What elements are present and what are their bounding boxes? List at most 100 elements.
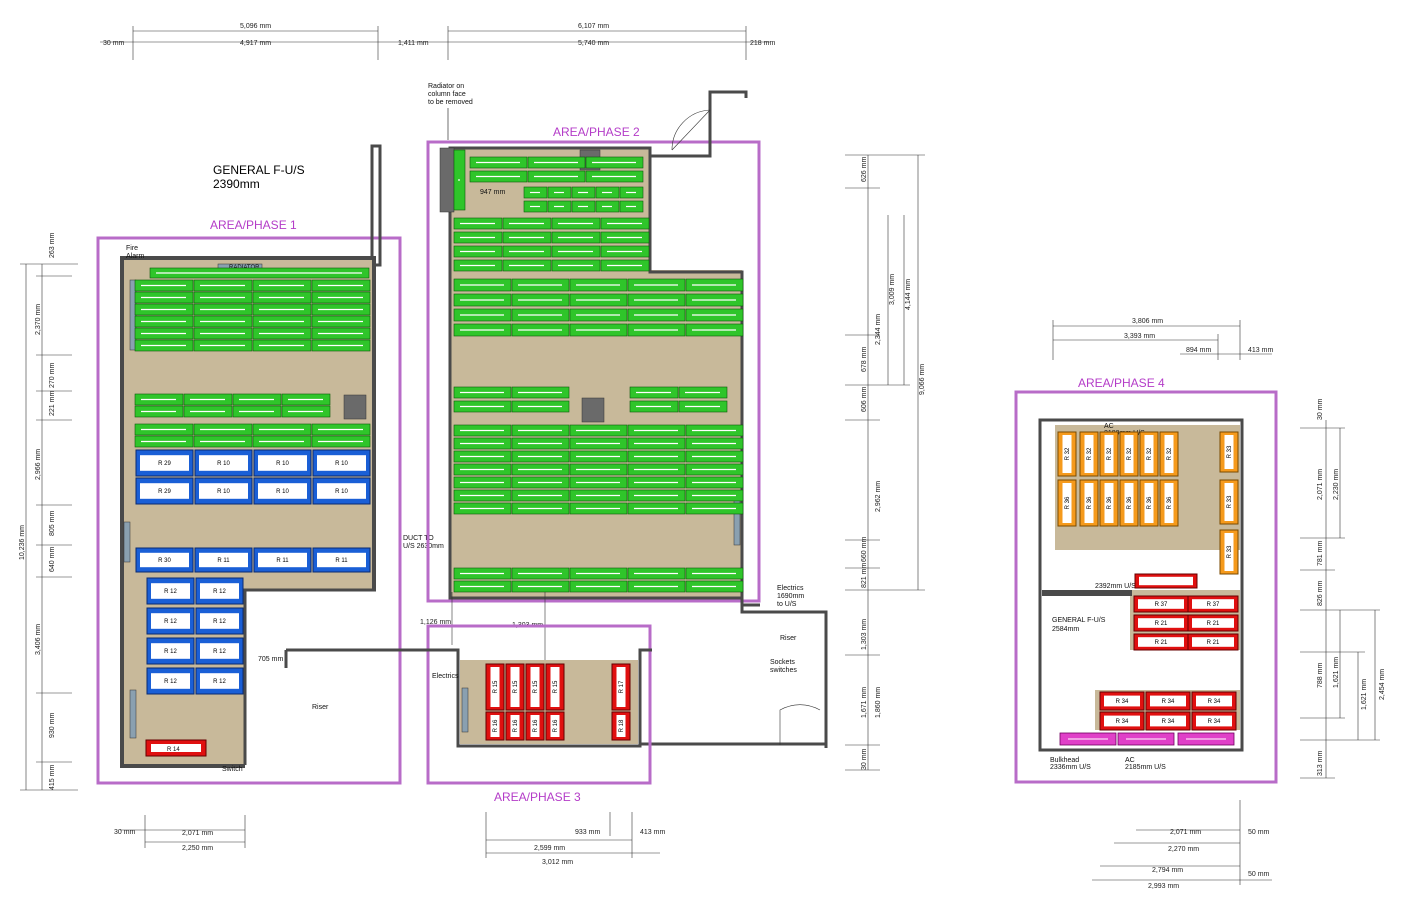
rack-red-label: R 34 bbox=[1208, 719, 1221, 725]
rack-blue-label: R 12 bbox=[213, 589, 226, 595]
area-phase-1-label: AREA/PHASE 1 bbox=[210, 218, 297, 232]
fire-alarm-label-2: Alarm bbox=[126, 253, 144, 260]
rack-blue-inner bbox=[140, 455, 189, 471]
rack-blue-label: R 29 bbox=[158, 461, 171, 467]
rack-orange-label: R 36 bbox=[1127, 496, 1133, 509]
electrics-1690-3: to U/S bbox=[777, 601, 797, 608]
dim-r2-821: 821 mm bbox=[861, 563, 868, 588]
top-dimensions bbox=[100, 26, 770, 60]
dim-a4b-50a: 50 mm bbox=[1248, 829, 1270, 836]
rack-blue-inner bbox=[317, 552, 366, 568]
dim-top-6107: 6,107 mm bbox=[578, 23, 609, 30]
general-fus-height-4: 2584mm bbox=[1052, 626, 1079, 633]
dim-b1-2250: 2,250 mm bbox=[182, 845, 213, 852]
dim-a4r-1621b: 1,621 mm bbox=[1361, 679, 1368, 710]
dim-705: 705 mm bbox=[258, 656, 283, 663]
dim-b3-933: 933 mm bbox=[575, 829, 600, 836]
riser-label-2: Riser bbox=[780, 635, 797, 642]
rack-orange-label: R 32 bbox=[1087, 447, 1093, 460]
rack-red-inner bbox=[1192, 637, 1234, 647]
dim-r2-4144: 4,144 mm bbox=[905, 279, 912, 310]
rack-red-inner bbox=[1192, 618, 1234, 628]
area-2-right-dimensions bbox=[845, 154, 925, 771]
area-phase-2-label: AREA/PHASE 2 bbox=[553, 125, 640, 139]
area-phase-3-boundary bbox=[426, 624, 652, 785]
dim-left-270: 270 mm bbox=[49, 363, 56, 388]
dim-left-263: 263 mm bbox=[49, 233, 56, 258]
rack-orange-label: R 32 bbox=[1147, 447, 1153, 460]
rack-red-label: R 18 bbox=[619, 719, 625, 732]
rack-red-inner bbox=[1138, 599, 1184, 609]
rack-red-inner bbox=[1192, 599, 1234, 609]
dim-top-5096: 5,096 mm bbox=[240, 23, 271, 30]
riser-label-1: Riser bbox=[312, 704, 329, 711]
rack-blue-inner bbox=[200, 643, 239, 659]
rack-orange-label: R 33 bbox=[1227, 545, 1233, 558]
rack-red-inner bbox=[530, 667, 540, 707]
rack-red-inner bbox=[510, 715, 520, 737]
rack-blue-inner bbox=[151, 643, 190, 659]
rack-orange-label: R 32 bbox=[1167, 447, 1173, 460]
rack-red-label: R 37 bbox=[1207, 602, 1220, 608]
rack-blue-label: R 10 bbox=[217, 461, 230, 467]
bulkhead-height: 2336mm U/S bbox=[1050, 764, 1091, 771]
sockets-label-1: Sockets bbox=[770, 659, 795, 666]
dim-b3-3012: 3,012 mm bbox=[542, 859, 573, 866]
rack-orange-inner bbox=[1164, 483, 1174, 523]
dim-a4-3393: 3,393 mm bbox=[1124, 333, 1155, 340]
dim-a4r-781: 781 mm bbox=[1317, 541, 1324, 566]
rack-blue-inner bbox=[317, 483, 366, 499]
dim-r2-2344: 2,344 mm bbox=[875, 314, 882, 345]
rack-red-label: R 34 bbox=[1162, 719, 1175, 725]
dim-b3-413: 413 mm bbox=[640, 829, 665, 836]
rack-red-label: R 17 bbox=[619, 680, 625, 693]
rack-orange-inner bbox=[1224, 435, 1234, 469]
rack-red-inner bbox=[510, 667, 520, 707]
sockets-label-2: switches bbox=[770, 667, 797, 674]
dim-r2-1671: 1,671 mm bbox=[861, 687, 868, 718]
rack-red-label: R 21 bbox=[1155, 621, 1168, 627]
rack-red-inner bbox=[530, 715, 540, 737]
area-2-green-racks bbox=[453, 149, 744, 593]
rack-blue-inner bbox=[200, 583, 239, 599]
dim-a4b-2794: 2,794 mm bbox=[1152, 867, 1183, 874]
rack-orange-inner bbox=[1084, 483, 1094, 523]
rack-orange-inner bbox=[1062, 483, 1072, 523]
dim-947: 947 mm bbox=[480, 189, 505, 196]
rack-orange-inner bbox=[1062, 435, 1072, 473]
rack-red-label: R 21 bbox=[1207, 621, 1220, 627]
ac-top-label: AC bbox=[1104, 423, 1114, 430]
dim-r2-626: 626 mm bbox=[861, 157, 868, 182]
rack-orange-inner bbox=[1124, 483, 1134, 523]
rack-red-label: R 34 bbox=[1162, 699, 1175, 705]
dim-a4r-1621a: 1,621 mm bbox=[1333, 657, 1340, 688]
rack-blue-label: R 12 bbox=[164, 589, 177, 595]
dim-b1-30: 30 mm bbox=[114, 829, 136, 836]
dim-top-30: 30 mm bbox=[103, 40, 125, 47]
rack-orange-inner bbox=[1224, 483, 1234, 521]
rack-r14-label: R 14 bbox=[167, 747, 180, 753]
rack-blue-inner bbox=[151, 673, 190, 689]
rack-blue-label: R 12 bbox=[213, 649, 226, 655]
area-phase-4-boundary bbox=[1014, 390, 1278, 784]
rack-blue-inner bbox=[258, 552, 307, 568]
rack-blue-label: R 10 bbox=[217, 489, 230, 495]
rack-red-label: R 16 bbox=[553, 719, 559, 732]
area-4-top-dimensions bbox=[1052, 320, 1272, 360]
dim-a4-894: 894 mm bbox=[1186, 347, 1211, 354]
dim-r2-30: 30 mm bbox=[861, 748, 868, 770]
rack-orange-inner bbox=[1124, 435, 1134, 473]
area-1-green-racks bbox=[134, 267, 371, 448]
area-phase-1-boundary bbox=[96, 236, 402, 785]
rack-orange-inner bbox=[1164, 435, 1174, 473]
dim-left-2370: 2,370 mm bbox=[35, 304, 42, 335]
rack-red-inner bbox=[1196, 715, 1232, 727]
area-3-red-racks: R 15R 16R 15R 16R 15R 16R 15R 16R 17R 18 bbox=[485, 663, 631, 741]
dim-r2-1303: 1,303 mm bbox=[861, 619, 868, 650]
rack-red-inner bbox=[550, 715, 560, 737]
dim-mid-1126: 1,126 mm bbox=[420, 619, 451, 626]
general-fus-label-1: GENERAL F-U/S bbox=[213, 163, 305, 177]
ac-bottom-label: AC bbox=[1125, 757, 1135, 764]
dim-a4r-2230: 2,230 mm bbox=[1333, 469, 1340, 500]
